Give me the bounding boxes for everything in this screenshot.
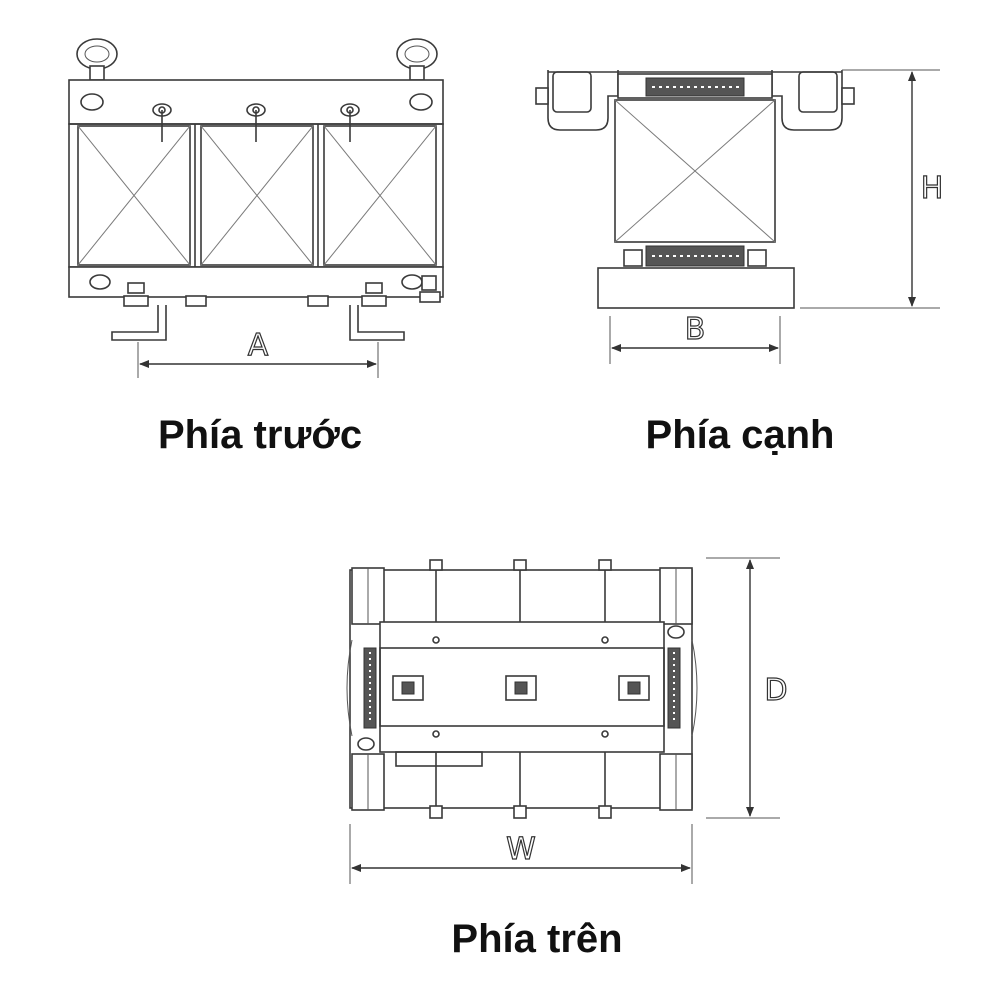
caption-side-view: Phía cạnh — [646, 413, 835, 457]
dimension-label-w: W — [506, 832, 536, 867]
lower-winding-strip — [623, 245, 767, 267]
dimension-label-b: B — [685, 312, 706, 347]
terminal-2 — [246, 103, 266, 142]
front-view: A Phía trước — [68, 38, 444, 457]
terminal-1 — [152, 103, 172, 142]
dimension-label-h: H — [921, 171, 944, 206]
foot-left — [111, 305, 167, 341]
coil-phase-1 — [77, 125, 191, 266]
side-bracket-left — [547, 70, 619, 131]
lifting-eye-left — [76, 38, 118, 81]
coil-phase-3 — [323, 125, 437, 266]
top-terminal-pads — [392, 675, 650, 701]
caption-front-view: Phía trước — [158, 413, 362, 457]
core-frame — [68, 123, 444, 268]
caption-top-view: Phía trên — [451, 917, 622, 961]
terminal-3 — [340, 103, 360, 142]
foot-right — [349, 305, 405, 341]
dimension-label-a: A — [248, 328, 269, 363]
bottom-bolts — [123, 275, 441, 307]
side-base — [597, 267, 795, 309]
top-view: W D Phía trên — [346, 557, 788, 961]
dimension-label-d: D — [764, 673, 787, 708]
side-coil-body — [614, 99, 776, 243]
side-view: B H Phía cạnh — [535, 69, 944, 457]
lifting-eye-right — [396, 38, 438, 81]
coil-phase-2 — [200, 125, 314, 266]
bottom-clamp-beam — [68, 266, 444, 298]
upper-winding-strip — [645, 77, 745, 97]
side-bracket-right — [771, 70, 843, 131]
